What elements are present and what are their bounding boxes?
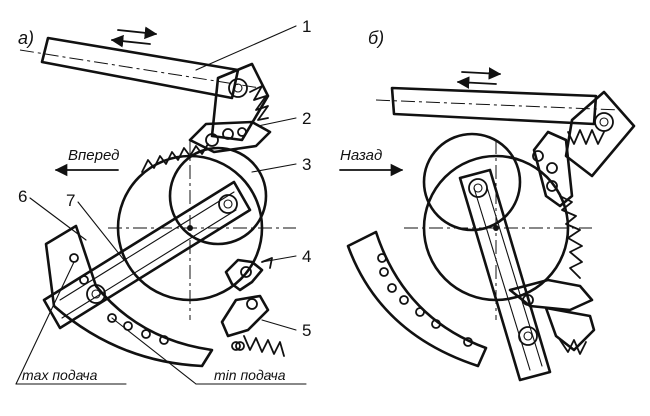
slotted-lever-b bbox=[458, 168, 552, 382]
callout-5: 5 bbox=[302, 321, 311, 340]
connecting-rod-b bbox=[375, 86, 621, 126]
ratchet-wheel bbox=[108, 140, 296, 320]
pawl-spring-upper bbox=[249, 85, 269, 121]
feed-sector-plate-b bbox=[346, 230, 488, 368]
min-feed-label: min подача bbox=[214, 367, 286, 383]
ratchet-wheel-b bbox=[404, 132, 592, 320]
callout-2: 2 bbox=[302, 109, 311, 128]
callout-leaders-a bbox=[15, 25, 307, 385]
direction-label-backward: Назад bbox=[340, 147, 382, 164]
rocker-bracket-b bbox=[564, 90, 636, 178]
pawl-5 bbox=[220, 294, 285, 357]
pawl-2 bbox=[188, 120, 272, 154]
pawl-4 bbox=[224, 257, 273, 292]
panel-a-label: а) bbox=[18, 28, 34, 48]
max-feed-label: max подача bbox=[22, 367, 98, 383]
direction-label-forward: Вперед bbox=[68, 147, 119, 164]
pawl-lower-b bbox=[508, 278, 596, 355]
callout-6: 6 bbox=[18, 187, 27, 206]
panel-b-label: б) bbox=[368, 28, 384, 48]
pivot-pin-icon bbox=[228, 78, 248, 98]
callout-4: 4 bbox=[302, 247, 311, 266]
connecting-rod bbox=[19, 36, 261, 100]
slotted-lever bbox=[42, 180, 252, 330]
callout-7: 7 bbox=[66, 191, 75, 210]
panel-b: б) bbox=[339, 28, 636, 382]
rocker-bracket bbox=[210, 62, 270, 142]
panel-a: а) bbox=[15, 17, 311, 385]
callout-3: 3 bbox=[302, 155, 311, 174]
callout-1: 1 bbox=[302, 17, 311, 36]
reciprocation-arrows-b bbox=[456, 67, 502, 89]
reciprocation-arrows-a bbox=[110, 26, 158, 48]
